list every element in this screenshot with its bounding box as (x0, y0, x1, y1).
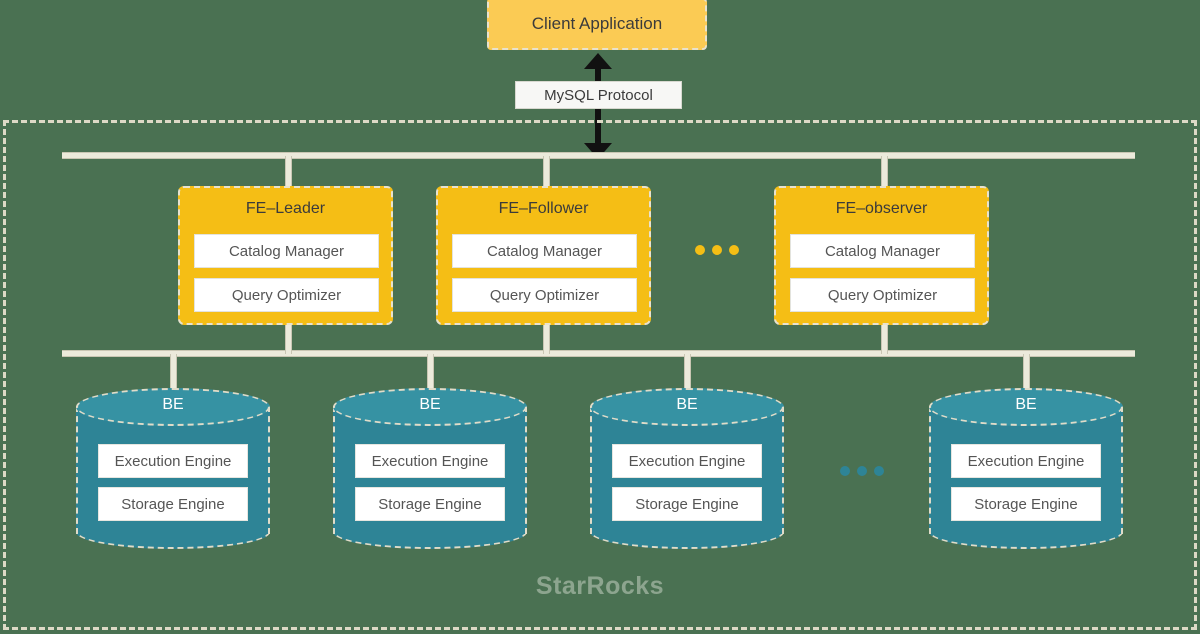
be-node-1[interactable]: BE Execution Engine Storage Engine (76, 388, 270, 549)
be-2-execution-engine[interactable]: Execution Engine (355, 444, 505, 478)
fe-follower-catalog-manager[interactable]: Catalog Manager (452, 234, 637, 268)
be-node-2[interactable]: BE Execution Engine Storage Engine (333, 388, 527, 549)
fe-leader-catalog-manager[interactable]: Catalog Manager (194, 234, 379, 268)
be-cylinder-top (333, 388, 527, 426)
fe-ellipsis-dot (712, 245, 722, 255)
fe-node-leader[interactable]: FE–Leader Catalog Manager Query Optimize… (178, 186, 393, 325)
be-2-title: BE (419, 396, 441, 413)
fe-bus-line (62, 152, 1135, 159)
fe-ellipsis-dots-icon (695, 245, 739, 255)
fe-observer-title: FE–observer (835, 200, 928, 217)
fe-follower-query-optimizer[interactable]: Query Optimizer (452, 278, 637, 312)
be-ellipsis-dot (840, 466, 850, 476)
connector-fe-observer (881, 156, 888, 188)
be-bus-line (62, 350, 1135, 357)
be-4-execution-engine[interactable]: Execution Engine (951, 444, 1101, 478)
be-cylinder-top (929, 388, 1123, 426)
mysql-protocol-label: MySQL Protocol (515, 81, 682, 109)
connector-be-3 (684, 354, 691, 398)
fe-ellipsis-dot (695, 245, 705, 255)
be-cylinder-top (590, 388, 784, 426)
connector-be-1 (170, 354, 177, 398)
be-3-execution-engine[interactable]: Execution Engine (612, 444, 762, 478)
be-node-4[interactable]: BE Execution Engine Storage Engine (929, 388, 1123, 549)
fe-leader-query-optimizer[interactable]: Query Optimizer (194, 278, 379, 312)
connector-fe-follower-down (543, 324, 550, 354)
connector-fe-observer-down (881, 324, 888, 354)
be-1-storage-engine[interactable]: Storage Engine (98, 487, 248, 521)
fe-observer-query-optimizer[interactable]: Query Optimizer (790, 278, 975, 312)
be-ellipsis-dots-icon (840, 466, 884, 476)
be-3-storage-engine[interactable]: Storage Engine (612, 487, 762, 521)
connector-fe-leader-down (285, 324, 292, 354)
be-2-storage-engine[interactable]: Storage Engine (355, 487, 505, 521)
fe-node-observer[interactable]: FE–observer Catalog Manager Query Optimi… (774, 186, 989, 325)
be-ellipsis-dot (874, 466, 884, 476)
starrocks-cluster-boundary (3, 120, 1197, 630)
connector-be-2 (427, 354, 434, 398)
starrocks-watermark: StarRocks (535, 572, 665, 600)
fe-node-follower[interactable]: FE–Follower Catalog Manager Query Optimi… (436, 186, 651, 325)
arrow-head-up-icon (584, 53, 612, 69)
be-cylinder-top (76, 388, 270, 426)
fe-leader-title: FE–Leader (245, 200, 326, 217)
be-1-execution-engine[interactable]: Execution Engine (98, 444, 248, 478)
connector-fe-follower (543, 156, 550, 188)
fe-ellipsis-dot (729, 245, 739, 255)
client-application-label: Client Application (531, 14, 663, 33)
be-4-title: BE (1015, 396, 1037, 413)
be-3-title: BE (676, 396, 698, 413)
mysql-protocol-text: MySQL Protocol (542, 86, 655, 104)
fe-observer-catalog-manager[interactable]: Catalog Manager (790, 234, 975, 268)
be-1-title: BE (162, 396, 184, 413)
client-application-box: Client Application (487, 0, 707, 50)
fe-follower-title: FE–Follower (498, 200, 589, 217)
be-node-3[interactable]: BE Execution Engine Storage Engine (590, 388, 784, 549)
be-ellipsis-dot (857, 466, 867, 476)
connector-fe-leader (285, 156, 292, 188)
be-4-storage-engine[interactable]: Storage Engine (951, 487, 1101, 521)
connector-be-4 (1023, 354, 1030, 398)
